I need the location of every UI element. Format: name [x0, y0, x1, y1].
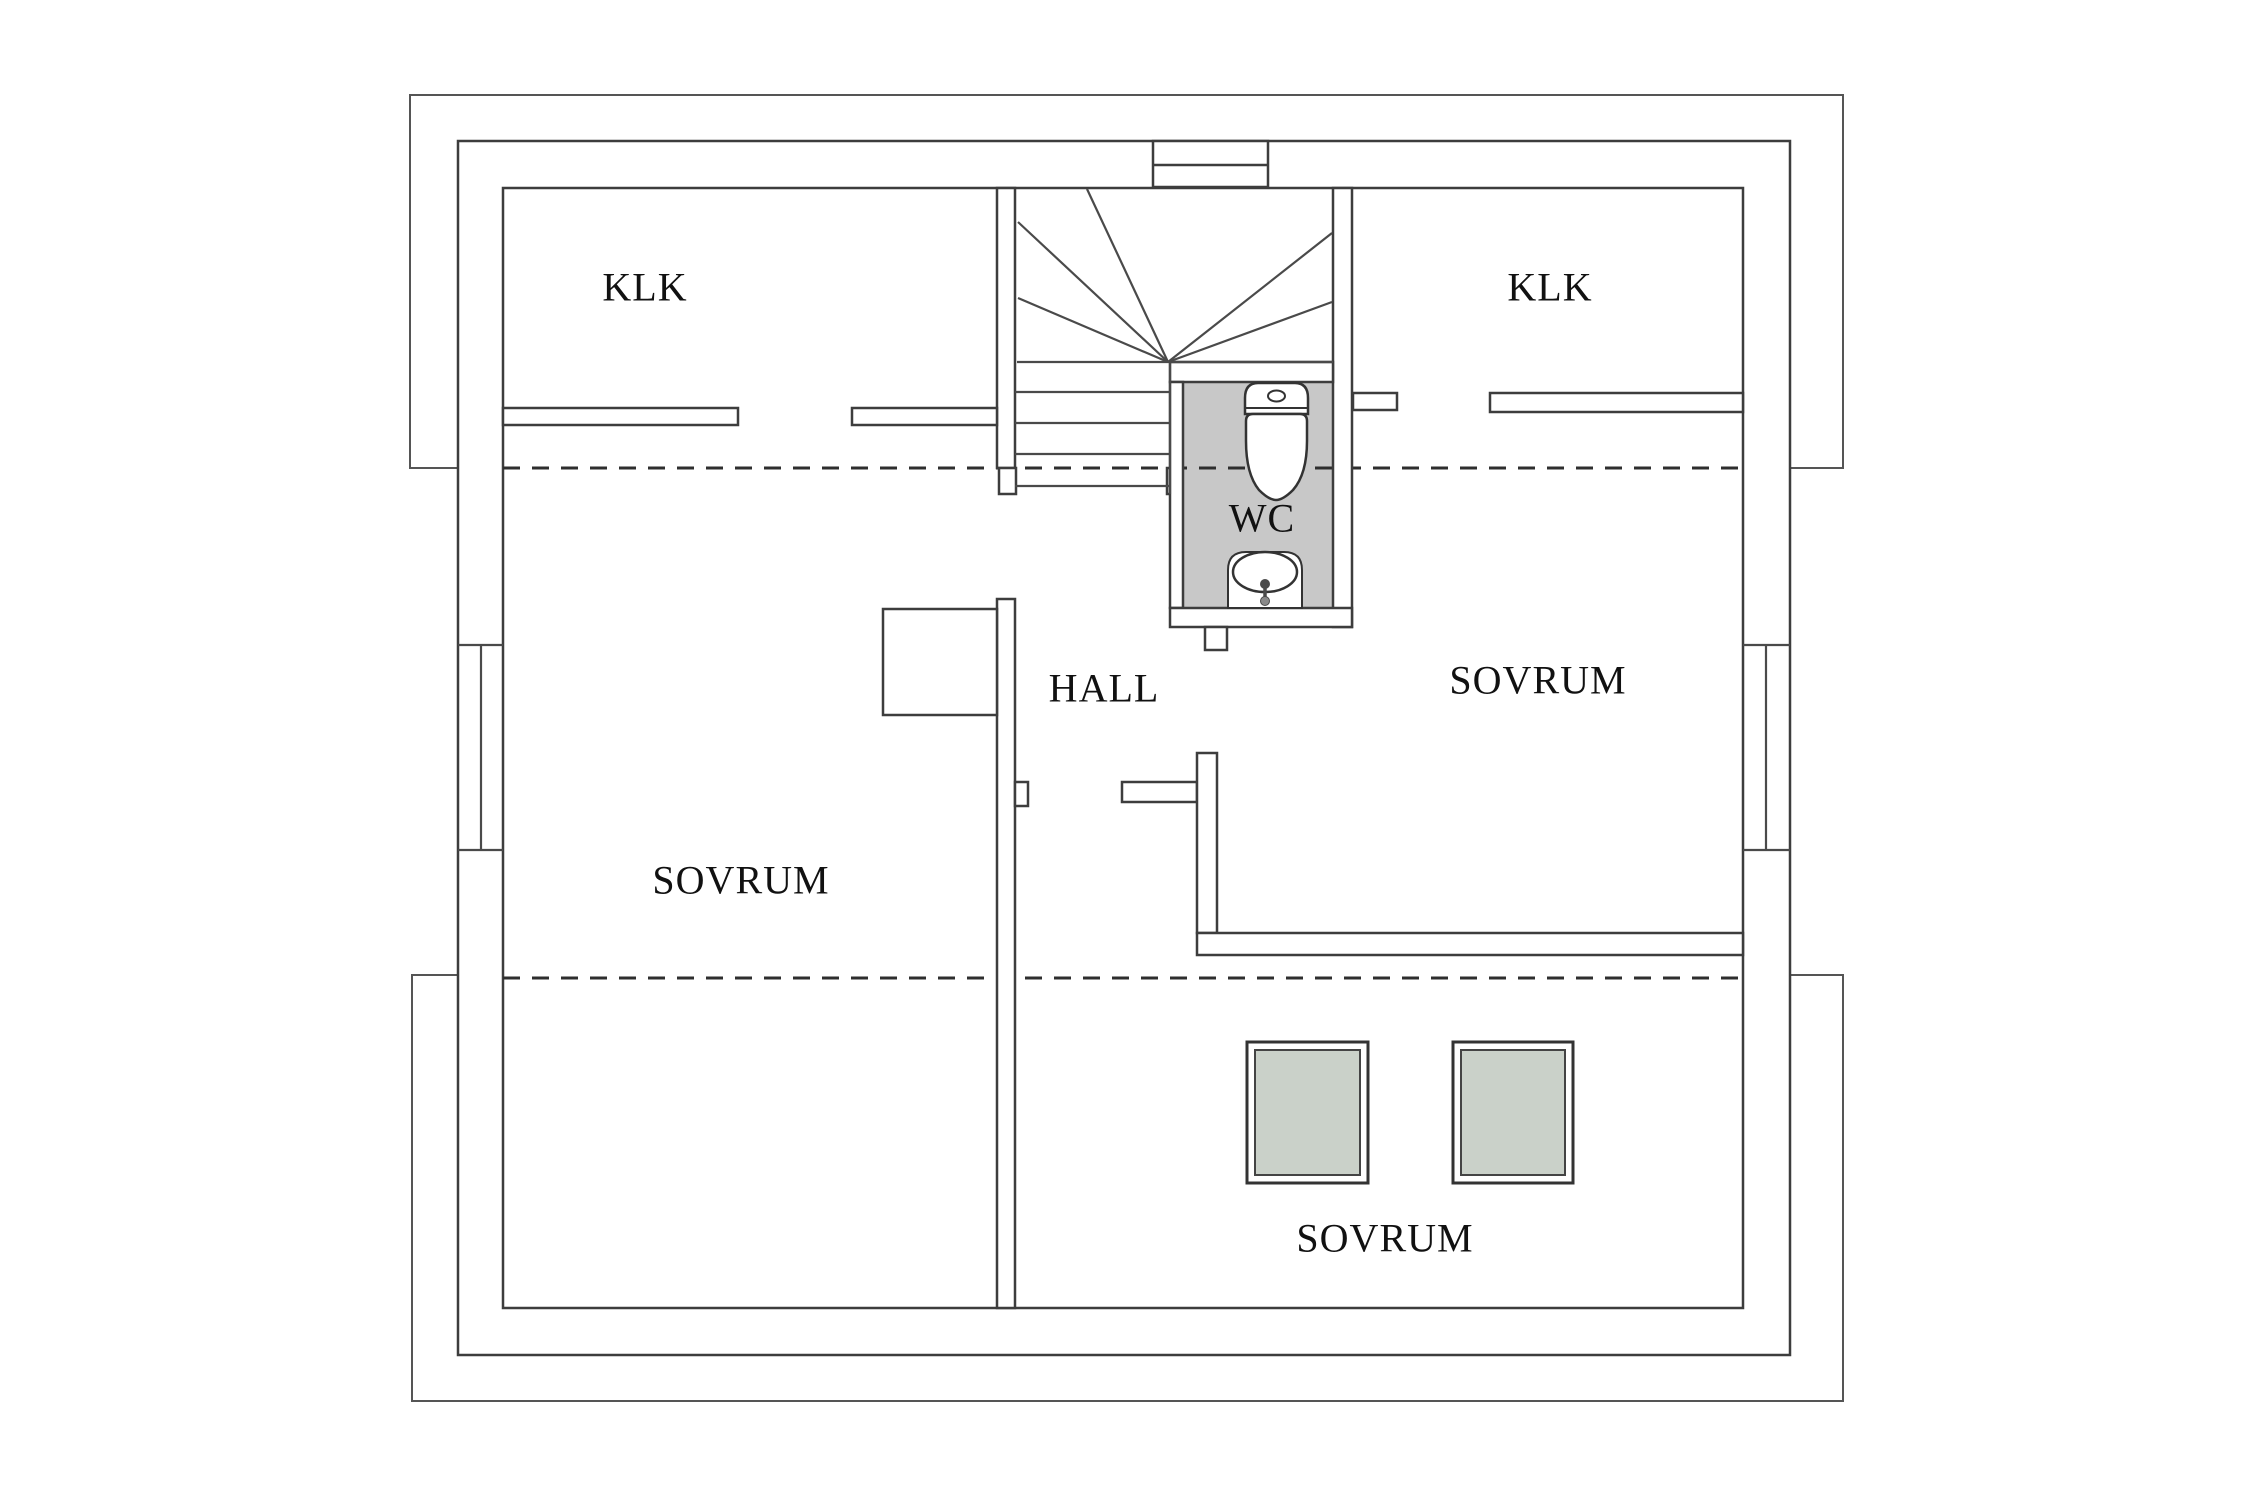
- wall-wc-door-jamb: [1203, 625, 1229, 652]
- wall-klkleft-bottom-a: [501, 406, 740, 427]
- interior-walls: [501, 186, 1745, 1310]
- wall-foot-left: [997, 466, 1018, 496]
- ceiling-height-lines: [503, 466, 1743, 980]
- chimney: [1151, 139, 1270, 189]
- room-label-wc: WC: [1228, 495, 1296, 541]
- wall-divider: [995, 597, 1017, 1310]
- stair-winder-treads: [1017, 188, 1333, 364]
- room-label-hall: HALL: [1048, 665, 1160, 711]
- wall-stair-klkright: [1331, 186, 1354, 629]
- closet: [881, 607, 999, 717]
- window-left: [458, 643, 503, 852]
- wall-hall-stub: [1120, 780, 1199, 804]
- wall-klkright-bottom-nib: [1351, 391, 1399, 412]
- wall-klkright-bottom: [1488, 391, 1745, 414]
- roof-outline: [409, 94, 1844, 1402]
- roof-outline-upper: [409, 94, 1844, 469]
- roof-outline-lower: [411, 974, 1844, 1402]
- exterior-wall: [456, 139, 1792, 1357]
- room-label-klk-left: KLK: [602, 264, 688, 310]
- room-label-sovrum-left: SOVRUM: [652, 857, 830, 903]
- room-label-sovrum-bottom: SOVRUM: [1296, 1215, 1474, 1261]
- wall-sovrumright-south: [1195, 931, 1745, 957]
- wall-klkleft-stair: [995, 186, 1017, 470]
- wall-sovrumright-west: [1195, 751, 1219, 935]
- room-label-sovrum-right: SOVRUM: [1449, 657, 1627, 703]
- wall-wc-bottom: [1168, 606, 1354, 629]
- skylight-left: [1245, 1040, 1370, 1185]
- toilet-icon: [1243, 381, 1310, 502]
- wall-klkleft-bottom-b: [850, 406, 999, 427]
- wall-wc-top: [1168, 360, 1335, 384]
- skylight-right: [1451, 1040, 1575, 1185]
- window-right: [1743, 643, 1790, 852]
- sink-icon: [1227, 550, 1303, 609]
- room-label-klk-right: KLK: [1507, 264, 1593, 310]
- staircase: [1015, 188, 1333, 494]
- wall-wc-left: [1168, 380, 1185, 610]
- wall-divider-nib: [1013, 780, 1030, 808]
